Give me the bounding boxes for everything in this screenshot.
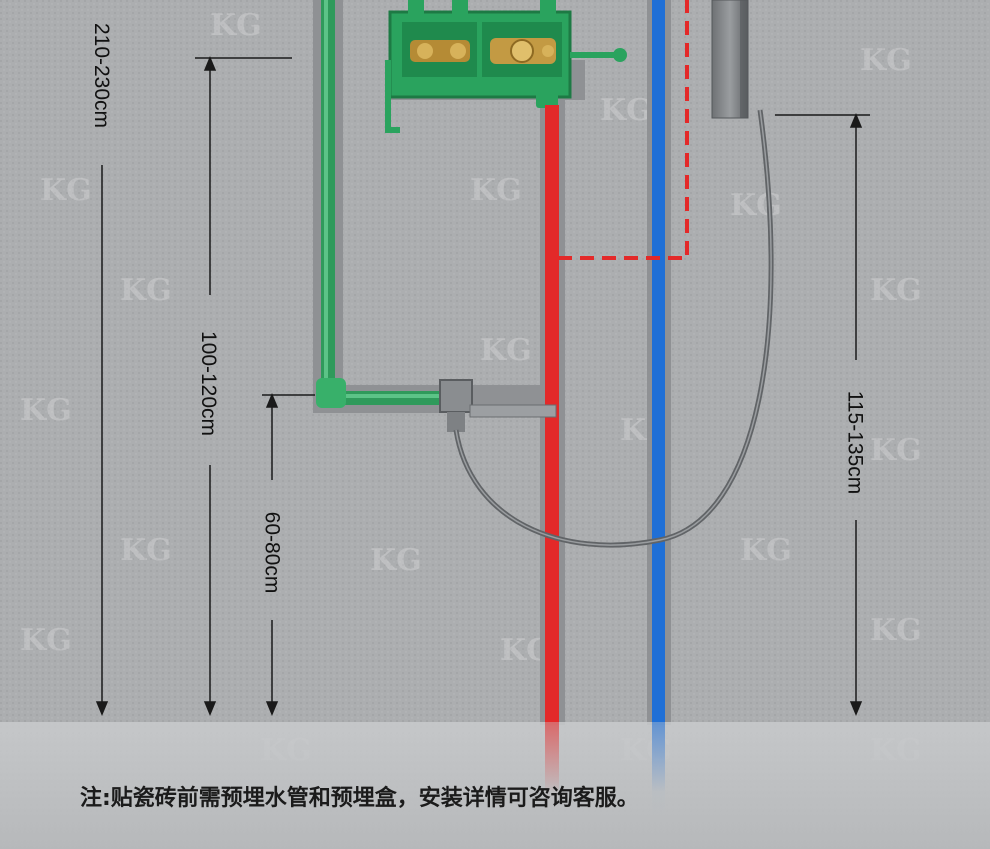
- dim-label-overall: 210-230cm: [89, 22, 113, 128]
- watermark: KG: [860, 43, 912, 78]
- dim-label-mixer: 100-120cm: [196, 330, 220, 436]
- watermark: KG: [740, 533, 792, 568]
- watermark: KG: [870, 273, 922, 308]
- cold-water-pipe: [652, 0, 665, 725]
- watermark: KG: [600, 93, 652, 128]
- dimension-lines: [95, 56, 870, 716]
- watermark: KG: [480, 333, 532, 368]
- pipe-elbow: [316, 378, 346, 408]
- dim-label-handheld: 115-135cm: [843, 390, 867, 494]
- watermark: KG: [730, 188, 782, 223]
- watermark: KG: [210, 8, 262, 43]
- watermark: KG: [40, 173, 92, 208]
- installation-note: 注:贴瓷砖前需预埋水管和预埋盒，安装详情可咨询客服。: [80, 786, 639, 811]
- shower-hose-highlight: [455, 109, 772, 546]
- wall-outlet-bracket: [439, 379, 557, 432]
- floor: [0, 722, 990, 849]
- cold-pipe-reflection: [652, 722, 665, 792]
- watermark: KG: [470, 173, 522, 208]
- hot-pipe-reflection: [545, 722, 559, 792]
- watermark: KG: [120, 273, 172, 308]
- watermark: KG: [870, 613, 922, 648]
- watermark: KG: [20, 393, 72, 428]
- watermark: KG: [870, 433, 922, 468]
- ppr-pipe: [316, 0, 445, 408]
- dim-arrow-overall: [95, 701, 109, 716]
- dim-label-outlet: 60-80cm: [260, 511, 284, 593]
- watermark: KG: [120, 533, 172, 568]
- watermark: KG: [370, 543, 422, 578]
- concealed-valve-box: [385, 0, 627, 133]
- watermark: KG: [20, 623, 72, 658]
